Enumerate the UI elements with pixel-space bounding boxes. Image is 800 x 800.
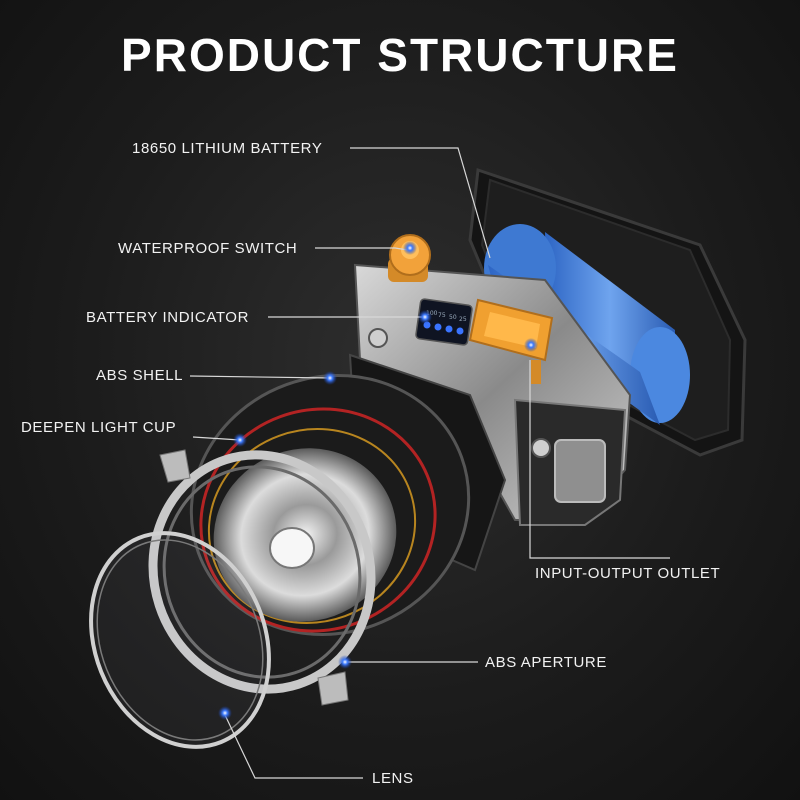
callout-cup: DEEPEN LIGHT CUP (21, 419, 177, 436)
light-cup (213, 448, 397, 622)
indicator-level-4: 25 (459, 316, 467, 323)
page-title: PRODUCT STRUCTURE (121, 29, 679, 81)
indicator-level-2: 75 (438, 312, 446, 319)
lens-disc (89, 531, 271, 749)
leader-lines (189, 147, 670, 779)
callout-switch: WATERPROOF SWITCH (118, 240, 298, 257)
indicator-level-1: 100 (426, 310, 438, 317)
battery-indicator-panel: 100 75 50 25 (415, 298, 473, 346)
callout-outlet: INPUT-OUTPUT OUTLET (535, 565, 721, 582)
callout-shell: ABS SHELL (96, 367, 184, 384)
aperture-ring (148, 449, 376, 706)
callout-battery: 18650 LITHIUM BATTERY (132, 140, 323, 157)
callout-markers (218, 241, 538, 720)
callout-indicator: BATTERY INDICATOR (86, 309, 250, 326)
callout-lens: LENS (372, 770, 414, 787)
callout-aperture: ABS APERTURE (485, 654, 607, 671)
indicator-level-3: 50 (449, 314, 457, 321)
